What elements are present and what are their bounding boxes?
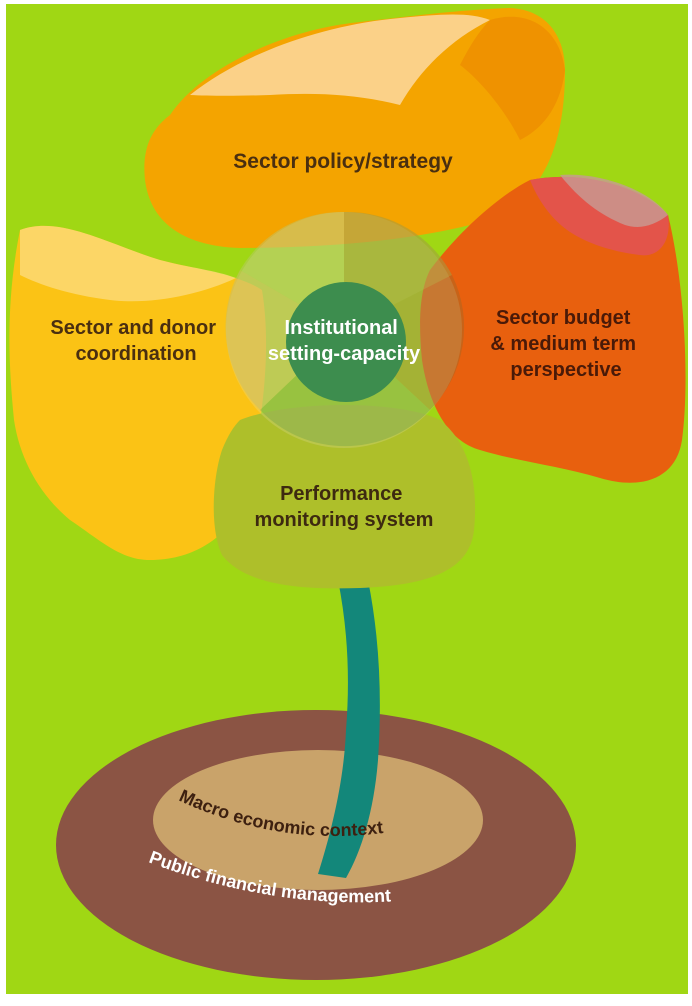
petal-performance-monitoring (213, 405, 476, 589)
center-institutional-setting (225, 211, 465, 448)
label-institutional-setting: Institutional setting-capacity (268, 317, 421, 365)
label-line: Performance (280, 483, 402, 505)
petal-sector-donor-coordination (9, 225, 267, 560)
label-line: Sector and donor (50, 317, 216, 339)
label-line: setting-capacity (268, 343, 421, 365)
label-line: coordination (75, 343, 196, 365)
label-line: Sector budget (496, 307, 631, 329)
label-line: perspective (510, 359, 621, 381)
label-sector-budget: Sector budget & medium term perspective (490, 307, 641, 381)
label-line: Institutional (285, 317, 398, 339)
label-sector-donor-coordination: Sector and donor coordination (50, 317, 221, 365)
label-sector-policy-strategy: Sector policy/strategy (233, 150, 453, 173)
label-line: monitoring system (255, 509, 434, 531)
petal-sector-policy-strategy (144, 8, 566, 248)
inner-ring-macro-economic-context (153, 750, 483, 890)
label-performance-monitoring: Performance monitoring system (255, 483, 434, 531)
label-line: & medium term (490, 333, 636, 355)
petal-sector-budget (420, 174, 686, 483)
stem (318, 580, 380, 878)
